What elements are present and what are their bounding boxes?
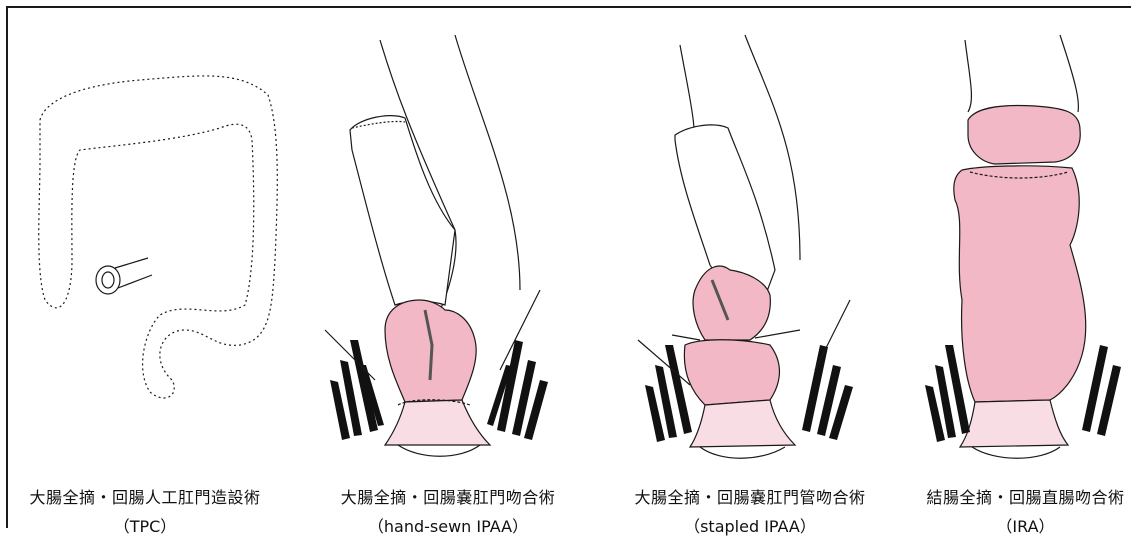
caption-stapled-en: （stapled IPAA）: [615, 513, 885, 537]
colon-outline-dotted: [39, 76, 278, 398]
sphincter-right: [487, 340, 548, 440]
caption-stapled: 大腸全摘・回腸嚢肛門管吻合術 （stapled IPAA）: [615, 484, 885, 537]
stoma: [96, 266, 120, 294]
caption-hand-sewn-en: （hand-sewn IPAA）: [318, 513, 578, 537]
ira-illustration: [925, 35, 1121, 458]
caption-tpc-jp: 大腸全摘・回腸人工肛門造設術: [20, 484, 270, 508]
small-bowel: [350, 116, 455, 305]
hand-sewn-ipaa-illustration: [325, 35, 548, 456]
sphincter-right: [1082, 345, 1121, 436]
caption-ira-jp: 結腸全摘・回腸直腸吻合術: [920, 484, 1131, 508]
stapled-ipaa-illustration: [638, 35, 853, 458]
caption-tpc-en: （TPC）: [20, 513, 270, 537]
caption-ira: 結腸全摘・回腸直腸吻合術 （IRA）: [920, 484, 1131, 537]
anal-canal: [960, 400, 1068, 447]
caption-hand-sewn: 大腸全摘・回腸嚢肛門吻合術 （hand-sewn IPAA）: [318, 484, 578, 537]
anal-canal: [385, 400, 490, 445]
caption-stapled-jp: 大腸全摘・回腸嚢肛門管吻合術: [615, 484, 885, 508]
tpc-illustration: [39, 76, 278, 398]
caption-ira-en: （IRA）: [920, 513, 1131, 537]
rectum: [954, 166, 1086, 402]
sphincter-right: [802, 345, 853, 440]
anal-canal: [690, 400, 795, 447]
caption-tpc: 大腸全摘・回腸人工肛門造設術 （TPC）: [20, 484, 270, 537]
ileum-segment: [968, 106, 1080, 164]
ileum-line: [115, 258, 152, 288]
caption-hand-sewn-jp: 大腸全摘・回腸嚢肛門吻合術: [318, 484, 578, 508]
sphincter-left: [925, 345, 970, 442]
sphincter-left: [330, 340, 384, 440]
rectal-cuff: [684, 340, 779, 405]
